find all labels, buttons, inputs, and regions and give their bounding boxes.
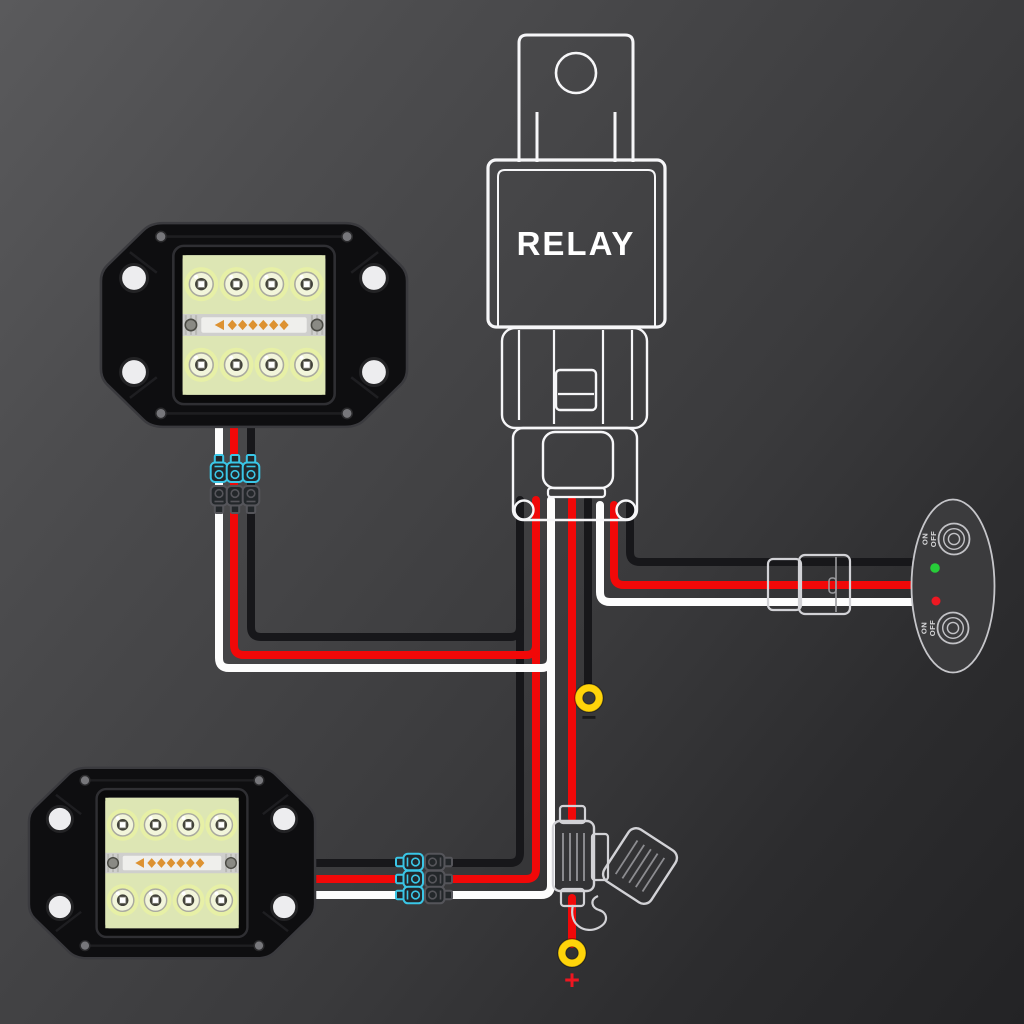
led-indicator-green (930, 563, 940, 573)
switch-button-bottom[interactable] (936, 611, 970, 645)
socket-hole-left (513, 499, 535, 521)
socket-plug (511, 426, 639, 522)
ring-terminal-negative (574, 683, 604, 713)
positive-symbol: + (564, 965, 580, 995)
relay-label: RELAY (517, 225, 636, 262)
wire-red-to-pod2 (298, 496, 540, 883)
relay-body-bevel (497, 169, 656, 327)
socket-latch (554, 368, 598, 412)
rocker-switch-panel: ON OFF ON OFF (910, 498, 996, 674)
svg-text:OFF: OFF (928, 620, 937, 636)
wire-black-to-pod1 (247, 416, 524, 641)
fuse-top-cap (558, 804, 587, 825)
wire-white-to-pod1 (215, 416, 555, 672)
cyan-bullet-connector-icon (209, 454, 229, 483)
led-pod-bottom-left (27, 766, 317, 960)
wire-black-to-switch (626, 501, 918, 566)
relay-mounting-tab (517, 33, 635, 162)
svg-text:ON: ON (920, 622, 929, 634)
dark-bullet-connector-icon (209, 485, 229, 514)
bullet-connector-set-bottom (395, 852, 453, 905)
fuse-body (551, 819, 596, 893)
led-indicator-red (931, 596, 941, 606)
wire-black-to-pod2 (298, 496, 524, 867)
fuse-cap (601, 827, 679, 905)
fuse-holder (551, 804, 679, 931)
cyan-bullet-connector-icon (395, 852, 424, 872)
fuse-cap-leash (571, 894, 608, 931)
dark-bullet-connector-icon (424, 885, 453, 905)
socket-hole-right (615, 499, 637, 521)
dark-bullet-connector-icon (241, 485, 261, 514)
wire-red-to-pod1 (230, 416, 540, 659)
relay: RELAY (486, 33, 667, 522)
switch-button-top[interactable] (937, 522, 971, 556)
wire-white-to-switch (596, 501, 917, 606)
dark-bullet-connector-icon (424, 869, 453, 889)
cyan-bullet-connector-icon (395, 869, 424, 889)
led-pod-top-left (99, 221, 409, 429)
svg-text:OFF: OFF (929, 531, 938, 547)
relay-socket (500, 326, 649, 522)
dark-bullet-connector-icon (424, 852, 453, 872)
on-off-label-top: ON OFF (921, 531, 939, 547)
dark-bullet-connector-icon (225, 485, 245, 514)
svg-text:ON: ON (921, 533, 930, 545)
switch-connector (766, 553, 852, 616)
ring-terminal-positive (557, 938, 587, 968)
mounting-hole (554, 51, 598, 95)
wire-white-to-pod2 (298, 496, 555, 899)
cyan-bullet-connector-icon (225, 454, 245, 483)
wire-red-to-switch (610, 501, 916, 589)
harness-wires (215, 416, 918, 948)
negative-symbol: − (581, 702, 596, 732)
cyan-bullet-connector-icon (395, 885, 424, 905)
on-off-label-bottom: ON OFF (920, 620, 938, 636)
cyan-bullet-connector-icon (241, 454, 261, 483)
